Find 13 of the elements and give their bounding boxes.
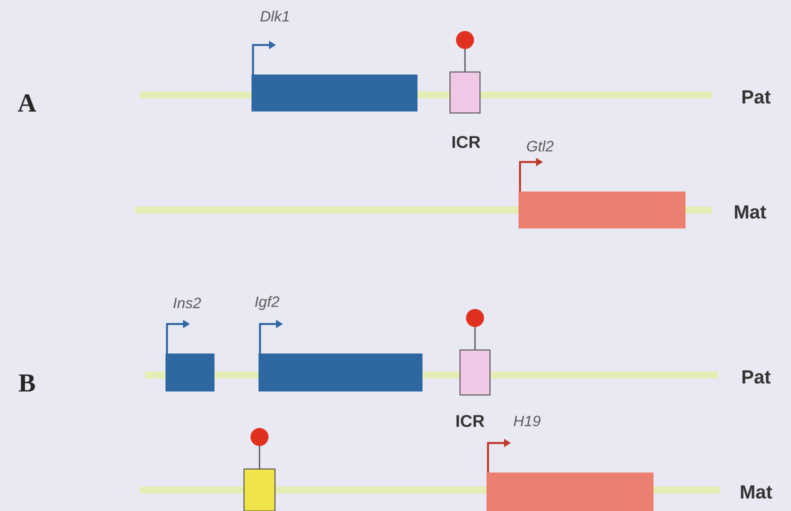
gene-name: Gtl2 <box>526 140 554 152</box>
panel-letter: A <box>18 94 36 112</box>
gene-name: Igf2 <box>255 296 280 310</box>
panel-letter: B <box>18 374 35 392</box>
allele-label: Pat <box>742 90 771 104</box>
gene-name: Ins2 <box>173 298 201 308</box>
gene-name: H19 <box>514 416 540 426</box>
allele-label: Mat <box>734 205 766 219</box>
gene-name: Dlk1 <box>260 10 289 22</box>
region-label: ICR <box>452 136 480 148</box>
allele-label: Mat <box>740 485 772 499</box>
region-label: ICR <box>456 414 484 428</box>
allele-label: Pat <box>742 370 771 384</box>
